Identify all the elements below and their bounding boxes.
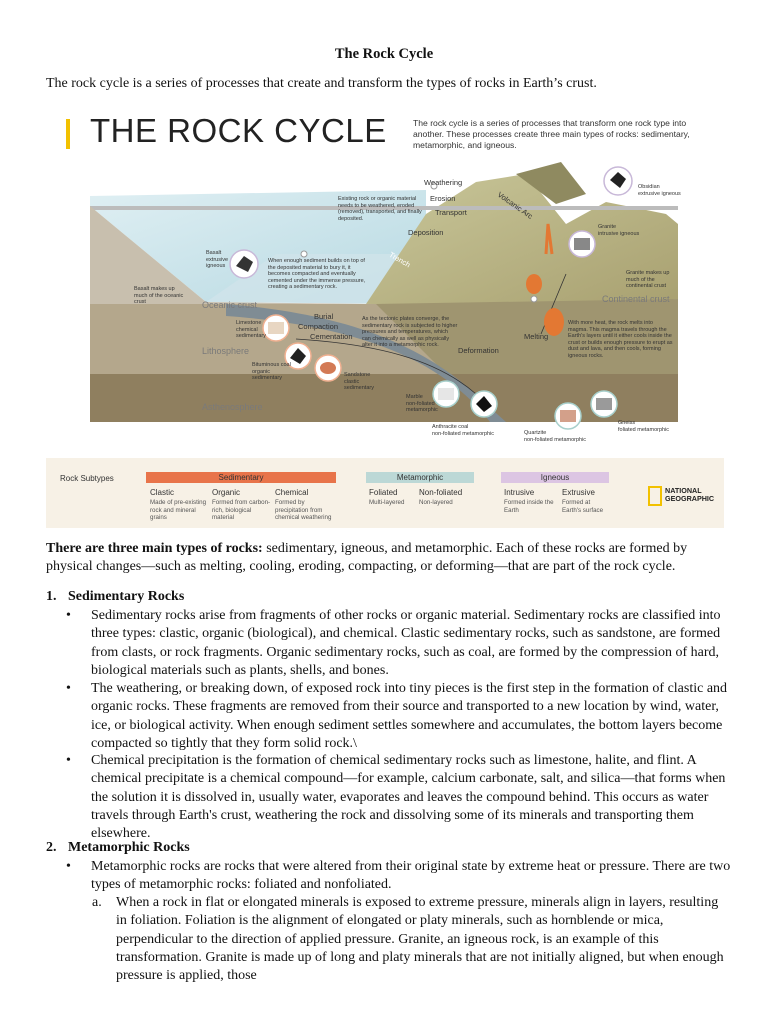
- magma-chamber: [544, 308, 564, 336]
- figure-heading: THE ROCK CYCLE: [90, 112, 387, 149]
- national-geographic-logo-icon: [648, 486, 662, 506]
- types-lead: There are three main types of rocks:: [46, 541, 263, 556]
- list-item: •The weathering, or breaking down, of ex…: [66, 681, 728, 751]
- document-title: The Rock Cycle: [334, 46, 434, 62]
- label-cementation: Cementation: [310, 332, 353, 341]
- list-item: •Chemical precipitation is the formation…: [66, 753, 726, 842]
- legend-subtype-extrusive: Extrusive: [562, 488, 595, 497]
- figure-illustration: THE ROCK CYCLE The rock cycle is a serie…: [46, 104, 724, 448]
- label-deformation: Deformation: [458, 346, 499, 355]
- legend-subtype-non-foliated: Non-foliated: [419, 488, 463, 497]
- legend-desc-foliated: Multi-layered: [369, 499, 405, 506]
- national-geographic-logo-text: NATIONAL GEOGRAPHIC: [665, 486, 715, 503]
- label-lithosphere: Lithosphere: [202, 346, 250, 356]
- legend-desc-chemical: Formed by precipitation from chemical we…: [275, 499, 332, 521]
- legend-subtype-chemical: Chemical: [275, 488, 309, 497]
- label-continental-crust: Continental crust: [602, 294, 670, 304]
- label-weathering: Weathering: [424, 178, 463, 187]
- section-heading-sedimentary: 1.Sedimentary Rocks: [46, 589, 185, 604]
- process-arrow: [295, 338, 477, 395]
- list-subitem: a.When a rock in flat or elongated miner…: [92, 895, 724, 984]
- sediment-front: [90, 206, 376, 324]
- cross-section-illustration: [90, 162, 678, 430]
- annotation-granite-crust: Granite makes up much of the continental…: [626, 270, 670, 289]
- section-heading-metamorphic: 2.Metamorphic Rocks: [46, 840, 190, 855]
- legend-desc-non-foliated: Non-layered: [419, 499, 453, 506]
- label-transport: Transport: [435, 208, 467, 217]
- legend-category-igneous: Igneous: [501, 472, 609, 483]
- legend-desc-intrusive: Formed inside the Earth: [504, 499, 554, 514]
- legend-subtype-intrusive: Intrusive: [504, 488, 535, 497]
- legend-subtype-organic: Organic: [212, 488, 241, 497]
- legend-category-metamorphic: Metamorphic: [366, 472, 474, 483]
- label-oceanic-crust: Oceanic crust: [202, 300, 258, 310]
- continental-crust-layer: [376, 299, 678, 374]
- legend-desc-organic: Formed from carbon-rich, biological mate…: [212, 499, 271, 521]
- annotation-basalt-crust: Basalt makes up much of the oceanic crus…: [134, 286, 184, 305]
- annotation-plates: As the tectonic plates converge, the sed…: [362, 316, 458, 348]
- figure-description: The rock cycle is a series of processes …: [413, 118, 690, 150]
- label-burial: Burial: [314, 312, 334, 321]
- legend-category-sedimentary: Sedimentary: [146, 472, 336, 483]
- legend-subtype-clastic: Clastic: [150, 488, 175, 497]
- label-erosion: Erosion: [430, 194, 456, 203]
- legend-desc-clastic: Made of pre-existing rock and mineral gr…: [150, 499, 207, 521]
- annotation-sediment: When enough sediment builds on top of th…: [268, 258, 366, 290]
- trench: [206, 254, 426, 304]
- types-paragraph: There are three main types of rocks: sed…: [46, 540, 726, 576]
- label-asthenosphere: Asthenosphere: [202, 402, 263, 412]
- label-compaction: Compaction: [298, 322, 339, 331]
- volcano: [516, 162, 586, 204]
- subducting-plate: [226, 304, 506, 422]
- title-accent-bar: [66, 119, 70, 149]
- list-item: •Sedimentary rocks arise from fragments …: [66, 608, 721, 678]
- magma-blob: [526, 274, 542, 294]
- label-melting: Melting: [524, 332, 549, 341]
- intro-paragraph: The rock cycle is a series of processes …: [46, 76, 597, 91]
- annotation-exposed: Existing rock or organic material needs …: [338, 196, 422, 222]
- legend-title: Rock Subtypes: [60, 474, 114, 483]
- label-deposition: Deposition: [408, 228, 444, 237]
- asthenosphere-layer: [90, 374, 678, 422]
- oceanic-crust-layer: [90, 206, 678, 210]
- rock-subtypes-legend: Rock Subtypes Sedimentary Clastic Made o…: [46, 458, 724, 528]
- annotation-magma: With more heat, the rock melts into magm…: [568, 320, 673, 359]
- list-item: •Metamorphic rocks are rocks that were a…: [66, 859, 731, 893]
- legend-desc-extrusive: Formed at Earth's surface: [562, 499, 604, 514]
- types-rest: sedimentary, igneous, and metamorphic. E…: [46, 541, 688, 575]
- legend-subtype-foliated: Foliated: [369, 488, 398, 497]
- rock-cycle-figure: THE ROCK CYCLE The rock cycle is a serie…: [46, 104, 724, 528]
- magma-conduit: [544, 223, 554, 255]
